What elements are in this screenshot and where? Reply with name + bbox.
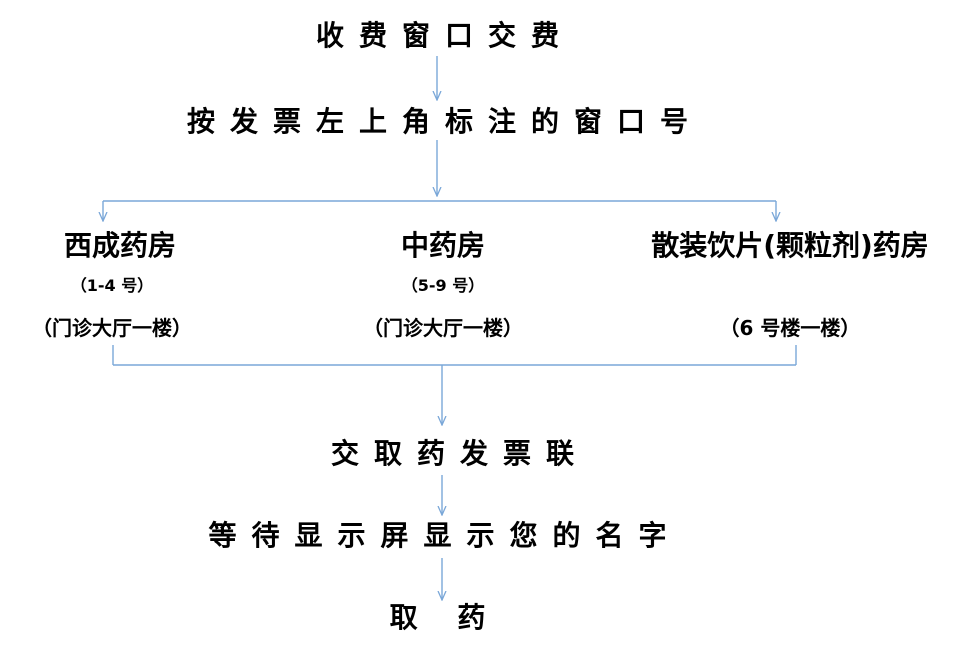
pharmacy-western-name: 西成药房 — [63, 229, 177, 262]
pharmacy-western-number: （1-4 号） — [70, 276, 154, 295]
step-take-medicine: 取 药 — [389, 601, 501, 634]
pharmacy-chinese-name: 中药房 — [400, 229, 486, 262]
step-wait-for-display: 等待显示屏显示您的名字 — [208, 519, 682, 552]
step-submit-invoice: 交取药发票联 — [330, 437, 590, 470]
step-go-to-window-number: 按发票左上角标注的窗口号 — [186, 105, 704, 138]
pharmacy-chinese-number: （5-9 号） — [401, 276, 485, 295]
pharmacy-western-location: （门诊大厅一楼） — [32, 316, 192, 340]
pharmacy-decoction-name: 散装饮片(颗粒剂)药房 — [651, 229, 929, 262]
pharmacy-chinese-location: （门诊大厅一楼） — [363, 316, 523, 340]
pharmacy-decoction-location: （6 号楼一楼） — [719, 316, 861, 340]
step-pay-at-window: 收费窗口交费 — [315, 19, 575, 52]
